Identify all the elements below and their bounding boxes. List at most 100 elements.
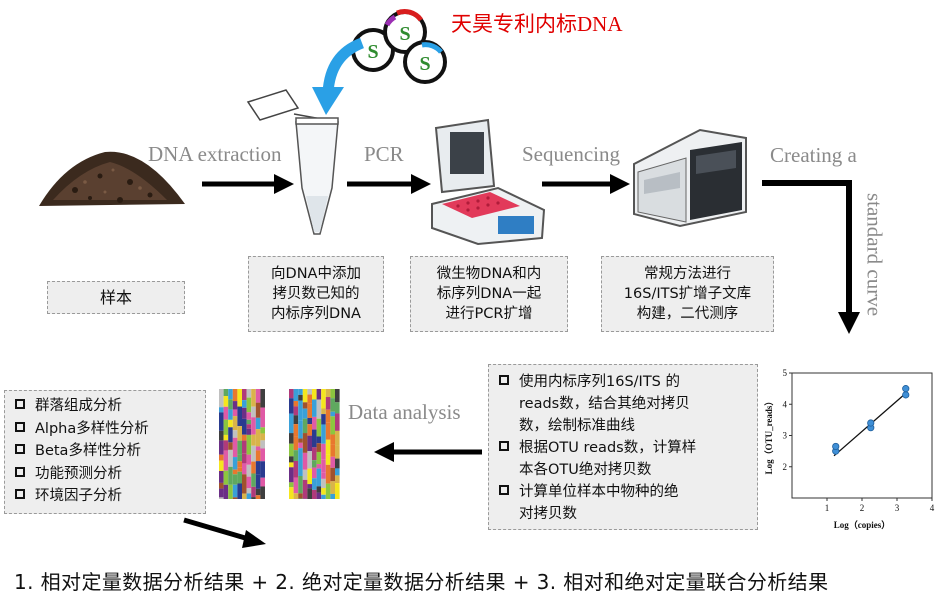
thumbnail-segment bbox=[232, 474, 238, 485]
thumbnail-segment bbox=[242, 400, 247, 408]
curve-step-line: 本各OTU绝对拷贝数 bbox=[519, 462, 652, 478]
thumbnail-segment bbox=[312, 389, 317, 400]
thumbnail-segment bbox=[307, 424, 312, 436]
thumbnail-segment bbox=[242, 434, 247, 441]
thumbnail-segment bbox=[335, 483, 340, 491]
thumbnail-segment bbox=[293, 389, 299, 402]
checkbox-icon bbox=[499, 375, 509, 385]
analysis-item-label: 群落组成分析 bbox=[35, 398, 122, 414]
thumbnail-segment bbox=[298, 493, 303, 499]
analysis-item-label: 功能预测分析 bbox=[35, 465, 122, 482]
arrow-icon bbox=[542, 174, 630, 194]
sequencer-icon bbox=[633, 128, 747, 228]
thumbnail-segment bbox=[321, 424, 326, 444]
checkbox-icon bbox=[15, 444, 25, 454]
thumbnail-segment bbox=[232, 484, 238, 498]
thumbnail-segment bbox=[293, 415, 299, 425]
thumbnail-segment bbox=[246, 419, 252, 425]
thumbnail-segment bbox=[219, 412, 224, 431]
thumbnail-segment bbox=[251, 473, 256, 487]
thumbnail-segment bbox=[255, 446, 261, 451]
analysis-item-label: Alpha多样性分析 bbox=[35, 420, 149, 437]
arrow-icon bbox=[202, 174, 294, 194]
thumbnail-segment bbox=[223, 440, 229, 451]
thumbnail-segment bbox=[255, 429, 261, 447]
sample-box: 样本 bbox=[47, 281, 185, 314]
x-tick-label: 2 bbox=[860, 503, 865, 513]
thumbnail-segment bbox=[321, 472, 326, 479]
thumbnail-segment bbox=[260, 407, 265, 428]
thumbnail-segment bbox=[246, 412, 252, 420]
thumbnail-segment bbox=[321, 488, 326, 495]
thumbnail-segment bbox=[316, 468, 322, 487]
thumbnail-segment bbox=[237, 483, 242, 499]
thumbnail-segment bbox=[242, 474, 247, 494]
thumbnail-segment bbox=[237, 471, 242, 484]
thumbnail-segment bbox=[302, 452, 308, 470]
thumbnail-segment bbox=[237, 467, 242, 472]
corner-arrow-icon bbox=[762, 180, 860, 334]
curve-step-item: 计算单位样本中物种的绝对拷贝数 bbox=[499, 481, 749, 525]
thumbnail-segment bbox=[325, 464, 331, 484]
thumbnail-segment bbox=[330, 444, 335, 457]
arrow-icon bbox=[347, 174, 431, 194]
thumbnail-segment bbox=[251, 445, 256, 462]
stack-thumbnail bbox=[219, 389, 265, 499]
thumbnail-segment bbox=[223, 434, 229, 441]
thumbnail-segment bbox=[335, 430, 340, 446]
step-dna-extraction-label: DNA extraction bbox=[148, 142, 282, 166]
thumbnail-segment bbox=[242, 412, 247, 419]
checkbox-icon bbox=[15, 466, 25, 477]
y-tick-label: 3 bbox=[783, 431, 788, 441]
sequencing-box: 常规方法进行 16S/ITS扩增子文库 构建，二代测序 bbox=[601, 256, 774, 332]
thumbnail-segment bbox=[307, 435, 312, 452]
thumbnail-segment bbox=[246, 464, 252, 477]
thumbnail-segment bbox=[293, 477, 299, 494]
thumbnail-segment bbox=[289, 389, 294, 399]
thumbnail-segment bbox=[325, 454, 331, 465]
thumbnail-segment bbox=[316, 436, 322, 444]
thumbnail-segment bbox=[293, 460, 299, 478]
x-tick-label: 3 bbox=[895, 503, 900, 513]
thumbnail-segment bbox=[219, 440, 224, 455]
thumbnail-segment bbox=[289, 462, 294, 468]
thumbnail-segment bbox=[298, 475, 303, 494]
analysis-item: Beta多样性分析 bbox=[15, 440, 205, 463]
thumbnail-segment bbox=[246, 428, 252, 435]
thumbnail-segment bbox=[223, 406, 229, 420]
thumbnail-segment bbox=[251, 486, 256, 498]
data-point bbox=[867, 419, 875, 427]
checkbox-icon bbox=[15, 399, 25, 409]
thumbnail-segment bbox=[302, 418, 308, 434]
thumbnail-segment bbox=[223, 389, 229, 397]
thumbnail-segment bbox=[232, 401, 238, 410]
thumbnail-segment bbox=[298, 458, 303, 476]
thumbnail-segment bbox=[302, 433, 308, 453]
analysis-list-box: 群落组成分析 Alpha多样性分析 Beta多样性分析 功能预测分析 环境因子分… bbox=[4, 390, 206, 514]
box-line: 内标序列DNA bbox=[271, 306, 361, 322]
thumbnail-segment bbox=[223, 470, 229, 485]
thumbnail-segment bbox=[312, 399, 317, 417]
thumbnail-segment bbox=[316, 399, 322, 419]
stacked-bar-thumbnail-icon bbox=[219, 389, 340, 499]
thumbnail-segment bbox=[335, 413, 340, 431]
thumbnail-segment bbox=[289, 443, 294, 457]
thumbnail-segment bbox=[251, 406, 256, 418]
add-standard-box: 向DNA中添加 拷贝数已知的 内标序列DNA bbox=[248, 256, 384, 332]
y-tick-label: 2 bbox=[783, 462, 788, 472]
thumbnail-segment bbox=[219, 430, 224, 441]
thumbnail-segment bbox=[312, 416, 317, 430]
thumbnail-segment bbox=[302, 479, 308, 499]
y-tick-label: 4 bbox=[783, 399, 788, 409]
pcr-box: 微生物DNA和内 标序列DNA一起 进行PCR扩增 bbox=[410, 256, 568, 332]
thumbnail-segment bbox=[246, 488, 252, 494]
thumbnail-segment bbox=[237, 426, 242, 441]
analysis-item: 功能预测分析 bbox=[15, 463, 205, 486]
thumbnail-segment bbox=[223, 419, 229, 435]
thumbnail-segment bbox=[255, 488, 261, 496]
thumbnail-segment bbox=[293, 450, 299, 461]
thumbnail-segment bbox=[330, 456, 335, 468]
thumbnail-segment bbox=[312, 467, 317, 479]
thumbnail-segment bbox=[335, 445, 340, 459]
box-line: 16S/ITS扩增子文库 bbox=[623, 286, 752, 302]
